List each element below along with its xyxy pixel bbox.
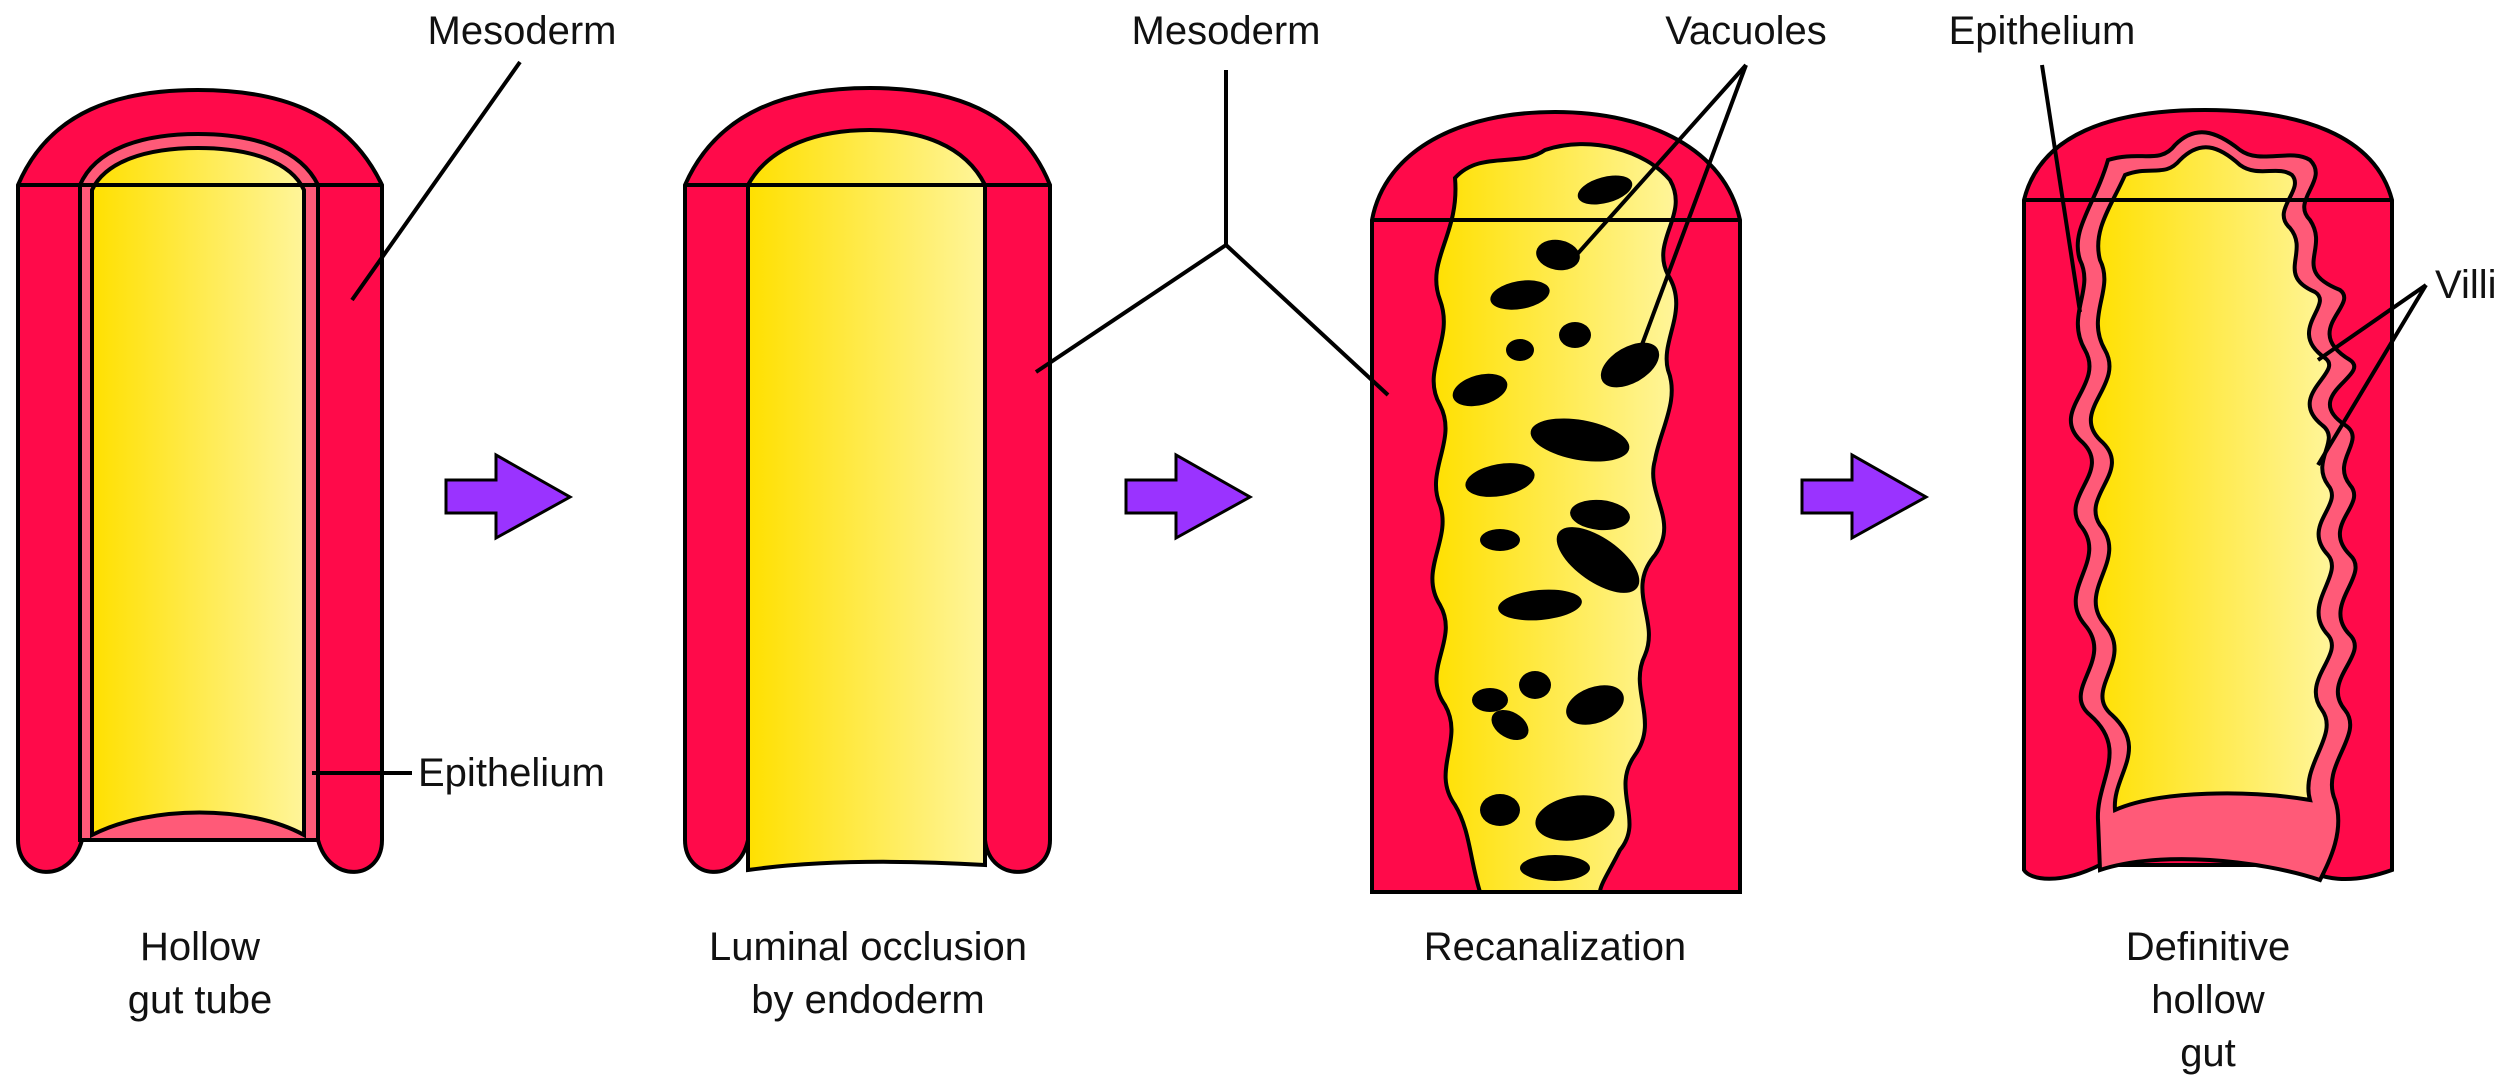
caption-stage1-line1: Hollow <box>140 925 260 969</box>
caption-stage3-line1: Recanalization <box>1424 925 1686 969</box>
caption-stage4-line3: gut <box>2180 1031 2236 1075</box>
label-mesoderm-1: Mesoderm <box>428 9 617 53</box>
caption-stage2-line2: by endoderm <box>751 978 984 1022</box>
stage4-definitive-hollow-gut <box>2024 110 2392 880</box>
label-vacuoles: Vacuoles <box>1665 9 1827 53</box>
vacuole <box>1559 322 1591 348</box>
caption-stage2-line1: Luminal occlusion <box>709 925 1027 969</box>
arrow-right-icon <box>1126 455 1250 538</box>
label-epithelium-1: Epithelium <box>418 751 605 795</box>
stage2-endoderm-core <box>748 130 985 870</box>
vacuole <box>1480 794 1520 826</box>
arrow-right-icon <box>446 455 570 538</box>
stage4-lumen <box>2091 147 2332 810</box>
label-villi: Villi <box>2435 263 2497 307</box>
stage1-lumen <box>92 148 304 835</box>
label-mesoderm-2: Mesoderm <box>1132 9 1321 53</box>
vacuole <box>1472 688 1508 712</box>
arrow-right-icon <box>1802 455 1926 538</box>
vacuole <box>1520 855 1590 881</box>
captions: Hollow gut tube Luminal occlusion by end… <box>128 925 2291 1075</box>
label-epithelium-2: Epithelium <box>1949 9 2136 53</box>
caption-stage4-line2: hollow <box>2151 978 2265 1022</box>
vacuole <box>1480 529 1520 551</box>
stage1-hollow-gut-tube <box>18 90 382 872</box>
stage2-luminal-occlusion <box>685 88 1050 872</box>
vacuole <box>1506 339 1534 361</box>
caption-stage4-line1: Definitive <box>2126 925 2291 969</box>
caption-stage1-line2: gut tube <box>128 978 273 1022</box>
leader-mesoderm-2-left <box>1036 245 1226 372</box>
vacuole <box>1519 671 1551 699</box>
leader-mesoderm-2-right <box>1226 245 1388 395</box>
